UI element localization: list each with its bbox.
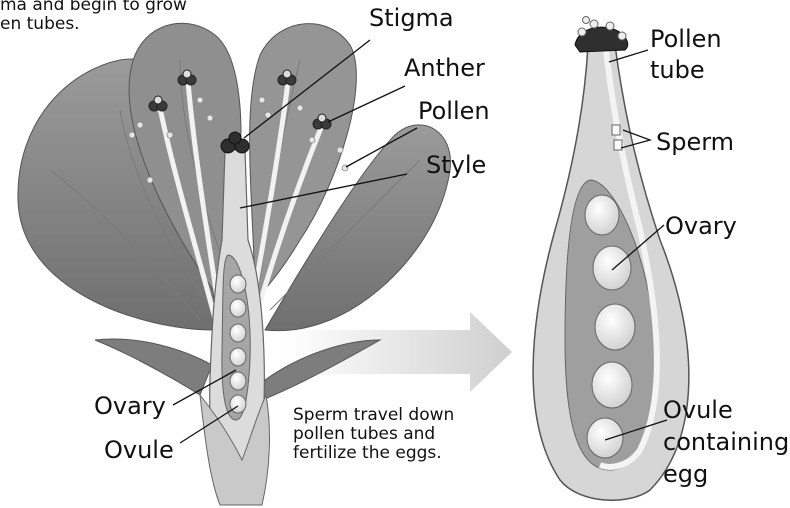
sperm-cell-1	[612, 125, 620, 135]
label-sperm: Sperm	[656, 129, 734, 157]
label-pistil-ovule-line3: egg	[663, 461, 708, 489]
label-style: Style	[426, 152, 486, 180]
top-caption-line1: ma and begin to grow	[0, 0, 187, 15]
top-caption-line2: en tubes.	[0, 15, 80, 34]
sperm-cell-2	[614, 140, 622, 150]
label-anther: Anther	[404, 55, 485, 83]
label-flower-ovule: Ovule	[104, 437, 174, 465]
pistil-stigma	[575, 17, 628, 53]
middle-caption-line2: pollen tubes and	[293, 425, 435, 444]
label-pistil-ovary: Ovary	[665, 213, 737, 241]
label-pistil-ovule-line2: containing	[663, 429, 789, 457]
label-pollen-tube-line2: tube	[650, 57, 705, 85]
label-stigma: Stigma	[369, 5, 454, 33]
label-pollen-tube-line1: Pollen	[650, 26, 722, 54]
middle-caption-line1: Sperm travel down	[293, 406, 454, 425]
label-flower-ovary: Ovary	[94, 393, 166, 421]
label-pistil-ovule-line1: Ovule	[663, 397, 733, 425]
sepal-left	[95, 339, 212, 395]
middle-caption-line3: fertilize the eggs.	[293, 444, 442, 463]
label-pollen: Pollen	[418, 98, 490, 126]
